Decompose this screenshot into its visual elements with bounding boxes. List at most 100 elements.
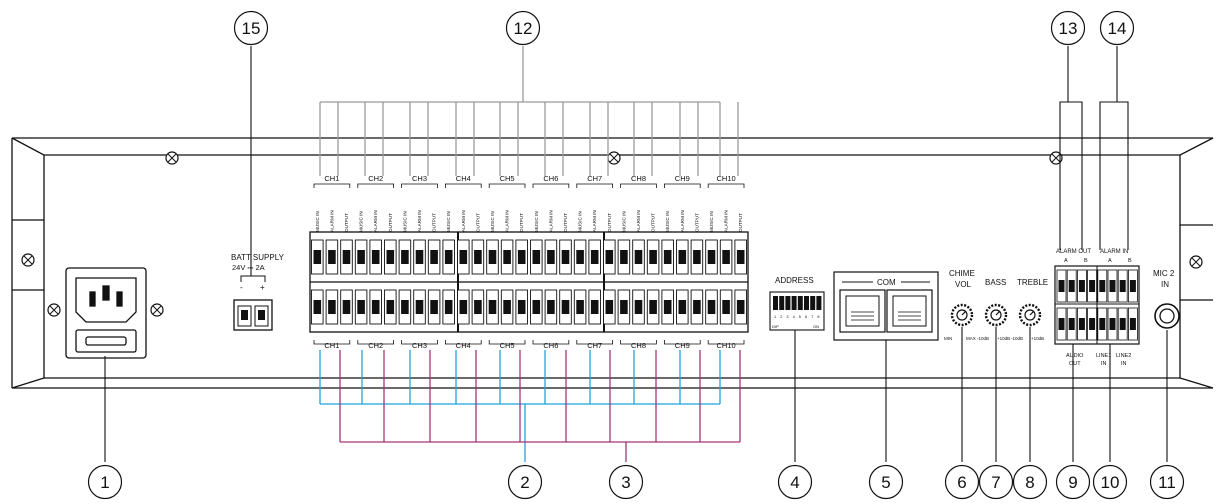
- callout-label: 10: [1101, 473, 1120, 492]
- alarm-terminal-screw: [1099, 280, 1106, 292]
- terminal-label: MUSIC IN: [446, 211, 451, 232]
- terminal-screw: [503, 250, 511, 264]
- terminal-screw: [342, 300, 351, 314]
- terminal-label: OUTPUT: [563, 213, 568, 232]
- leader-line: [1059, 46, 1069, 250]
- terminal-screw: [547, 300, 555, 314]
- alarm-terminal-screw: [1109, 318, 1116, 330]
- terminal-screw: [371, 250, 380, 264]
- alarm-out-label: ALARM OUT: [1056, 249, 1091, 255]
- terminal-screw: [663, 250, 672, 264]
- callout-label: 15: [242, 19, 261, 38]
- batt-supply-rating: 24V ⎓ 2A: [232, 263, 265, 272]
- batt-supply-plus: +: [260, 283, 265, 292]
- line1-in-line1: LINE1: [1096, 353, 1111, 359]
- leader-line: [1117, 101, 1129, 250]
- terminal-screw: [503, 300, 511, 314]
- terminal-label: MUSIC IN: [709, 211, 714, 232]
- terminal-screw: [590, 300, 599, 314]
- terminal-screw: [722, 300, 730, 314]
- callout-number: 11: [1149, 464, 1185, 500]
- channel-label: CH7: [587, 174, 602, 183]
- alarm-terminal-screw: [1119, 318, 1126, 330]
- terminal-screw: [605, 300, 614, 314]
- alarm-terminal-screw: [1058, 280, 1065, 292]
- terminal-screw: [342, 250, 351, 264]
- terminal-screw: [474, 250, 482, 264]
- terminal-screw: [328, 250, 336, 264]
- terminal-screw: [634, 300, 643, 314]
- terminal-label: ALARM IN: [329, 210, 334, 232]
- terminal-label: OUTPUT: [694, 213, 699, 232]
- channel-bottom-label: CH2: [368, 341, 383, 350]
- dip-number: 7: [811, 315, 813, 319]
- terminal-screw: [459, 250, 468, 264]
- chime-vol-line2: VOL: [955, 280, 972, 289]
- callout-label: 12: [514, 19, 533, 38]
- callout-label: 11: [1158, 473, 1176, 492]
- channel-bracket: [532, 340, 570, 345]
- rj45-port-2: [886, 289, 933, 333]
- terminal-screw: [678, 250, 687, 264]
- callout-number: 5: [868, 464, 904, 500]
- terminal-screw: [605, 250, 614, 264]
- callout-label: 8: [1025, 473, 1034, 492]
- callout-number: 1: [87, 464, 123, 500]
- terminal-screw: [313, 250, 322, 264]
- terminal-label: ALARM IN: [461, 210, 466, 232]
- terminal-label: ALARM IN: [592, 210, 597, 232]
- alarm-in-b: B: [1128, 258, 1132, 264]
- channel-bracket: [445, 340, 482, 345]
- alarm-terminal-screw: [1068, 318, 1075, 330]
- callout-number: 10: [1092, 464, 1128, 500]
- terminal-screw: [576, 250, 584, 264]
- callout-label: 14: [1108, 19, 1127, 38]
- terminal-label: OUTPUT: [344, 213, 349, 232]
- chime-vol-line1: CHIME: [949, 269, 975, 278]
- callout-number: 13: [1050, 10, 1086, 46]
- terminal-screw: [532, 250, 541, 264]
- callout-label: 1: [100, 473, 109, 492]
- terminal-screw: [620, 300, 628, 314]
- terminal-label: ALARM IN: [548, 210, 553, 232]
- callout-label: 4: [790, 473, 799, 492]
- screw-icon: [47, 303, 61, 317]
- channel-label: CH2: [368, 174, 383, 183]
- alarm-terminal-screw: [1068, 280, 1075, 292]
- channel-label: CH6: [543, 174, 558, 183]
- screws: [21, 151, 1203, 317]
- terminal-label: OUTPUT: [475, 213, 480, 232]
- terminal-label: MUSIC IN: [490, 211, 495, 232]
- terminal-screw: [517, 250, 526, 264]
- dip-number: 2: [780, 315, 782, 319]
- callout-label: 7: [991, 473, 1000, 492]
- callout-number: 9: [1055, 464, 1091, 500]
- screw-icon: [21, 253, 35, 267]
- address-label: ADDRESS: [775, 276, 814, 285]
- terminal-screw: [693, 250, 701, 264]
- terminal-screw: [590, 250, 599, 264]
- batt-supply-block: BATT SUPPLY 24V ⎓ 2A - +: [231, 253, 285, 331]
- dip-toggle: [816, 296, 822, 310]
- terminal-label: OUTPUT: [738, 213, 743, 232]
- terminal-screw: [678, 300, 687, 314]
- channel-bottom-label: CH9: [675, 341, 690, 350]
- batt-supply-title: BATT SUPPLY: [231, 253, 285, 262]
- leader-lines: [104, 46, 1168, 462]
- terminal-label: ALARM IN: [724, 210, 729, 232]
- alarm-terminal-screw: [1129, 280, 1136, 292]
- bass-max: +10dB: [997, 336, 1010, 341]
- terminal-label: ALARM IN: [680, 210, 685, 232]
- terminal-screw: [547, 250, 555, 264]
- terminal-screw: [707, 250, 716, 264]
- terminal-label: MUSIC IN: [621, 211, 626, 232]
- screw-icon: [165, 151, 179, 165]
- line1-in-line2: IN: [1101, 361, 1107, 367]
- alarm-terminal-screw: [1078, 280, 1085, 292]
- dip-toggle: [773, 296, 778, 310]
- terminal-cells: [311, 239, 747, 325]
- callout-number: 7: [978, 464, 1014, 500]
- dip-toggle: [797, 296, 803, 310]
